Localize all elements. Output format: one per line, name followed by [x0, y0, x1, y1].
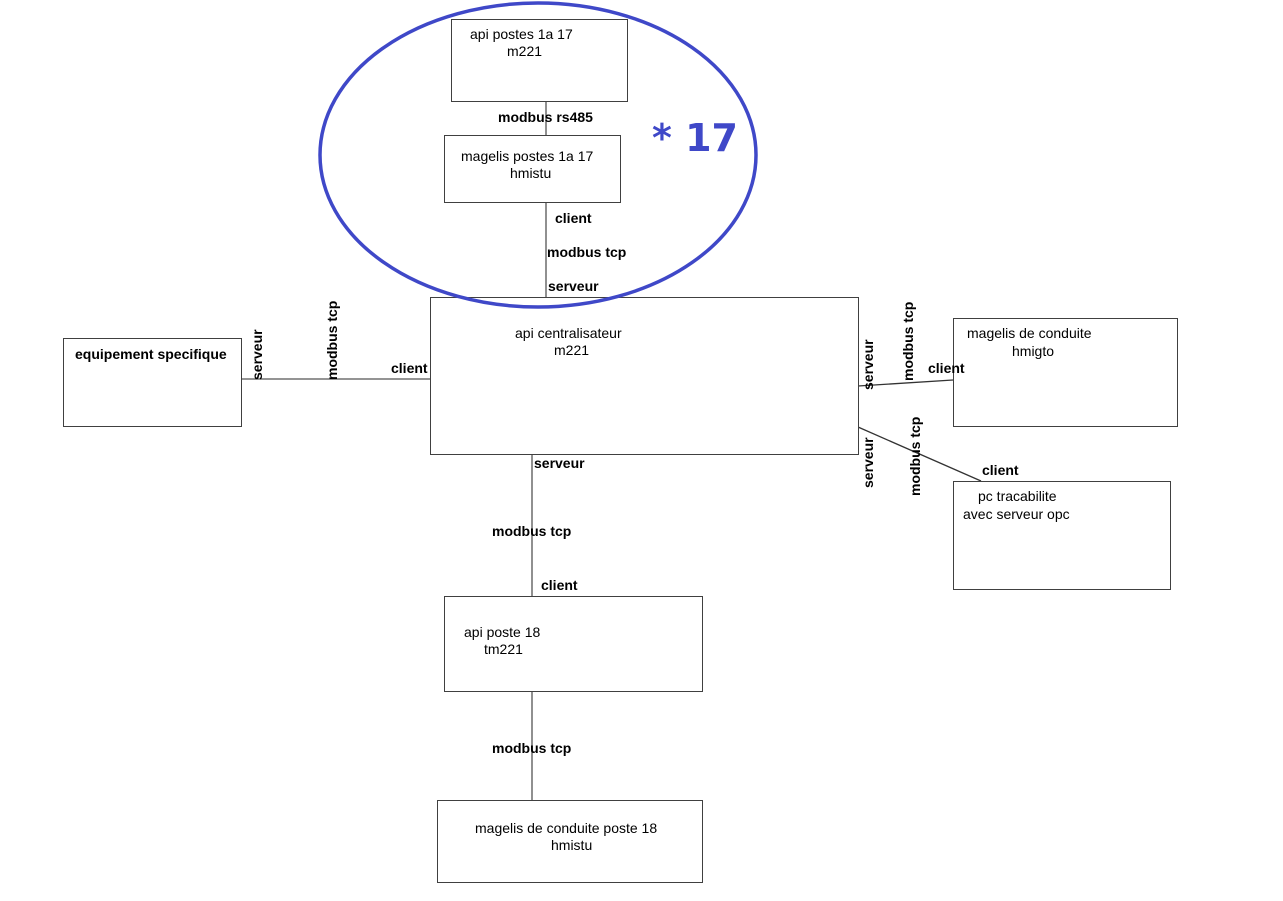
label-modbus-tcp-poste18: modbus tcp: [492, 523, 572, 539]
label-modbus-tcp-magelis: modbus tcp: [547, 244, 627, 260]
node-magelis-conduite-line1: magelis de conduite: [967, 325, 1092, 341]
label-client-conduite: client: [928, 360, 965, 376]
node-api-centralisateur-line2: m221: [554, 342, 590, 358]
label-modbus-rs485: modbus rs485: [498, 109, 593, 125]
label-client-magelis: client: [555, 210, 592, 226]
node-api-postes-line2: m221: [507, 43, 543, 59]
node-equipement-specifique: [63, 338, 242, 427]
link-central-pc: [857, 426, 982, 482]
node-api-poste-18-line2: tm221: [484, 641, 523, 657]
label-modbus-tcp-equip: modbus tcp: [324, 300, 340, 380]
node-pc-tracabilite: [953, 481, 1171, 590]
label-client-poste18: client: [541, 577, 578, 593]
node-equipement-specifique-line1: equipement specifique: [75, 346, 227, 362]
label-modbus-tcp-magelis18: modbus tcp: [492, 740, 572, 756]
node-api-postes-line1: api postes 1a 17: [470, 26, 573, 42]
node-magelis-postes-line1: magelis postes 1a 17: [461, 148, 594, 164]
label-serveur-central-bottom: serveur: [534, 455, 585, 471]
node-pc-tracabilite-line1: pc tracabilite: [978, 488, 1057, 504]
label-modbus-tcp-pc: modbus tcp: [907, 416, 923, 496]
node-magelis-conduite-line2: hmigto: [1012, 343, 1055, 359]
node-api-centralisateur: [430, 297, 859, 455]
link-central-conduite: [857, 379, 954, 387]
label-serveur-central-top: serveur: [548, 278, 599, 294]
node-pc-tracabilite-line2: avec serveur opc: [963, 506, 1070, 522]
label-client-pc: client: [982, 462, 1019, 478]
label-serveur-pc: serveur: [860, 437, 876, 488]
label-client-central-left: client: [391, 360, 428, 376]
label-serveur-equip: serveur: [249, 329, 265, 380]
node-api-centralisateur-line1: api centralisateur: [515, 325, 622, 341]
node-magelis-poste-18-line1: magelis de conduite poste 18: [475, 820, 658, 836]
node-magelis-postes-line2: hmistu: [510, 165, 552, 181]
label-serveur-conduite: serveur: [860, 339, 876, 390]
node-api-poste-18-line1: api poste 18: [464, 624, 541, 640]
node-magelis-poste-18-line2: hmistu: [551, 837, 593, 853]
node-magelis-poste-18: [437, 800, 703, 883]
group-multiplier-label: * 17: [652, 116, 738, 160]
node-api-poste-18: [444, 596, 703, 692]
label-modbus-tcp-conduite: modbus tcp: [900, 301, 916, 381]
node-magelis-conduite: [953, 318, 1178, 427]
